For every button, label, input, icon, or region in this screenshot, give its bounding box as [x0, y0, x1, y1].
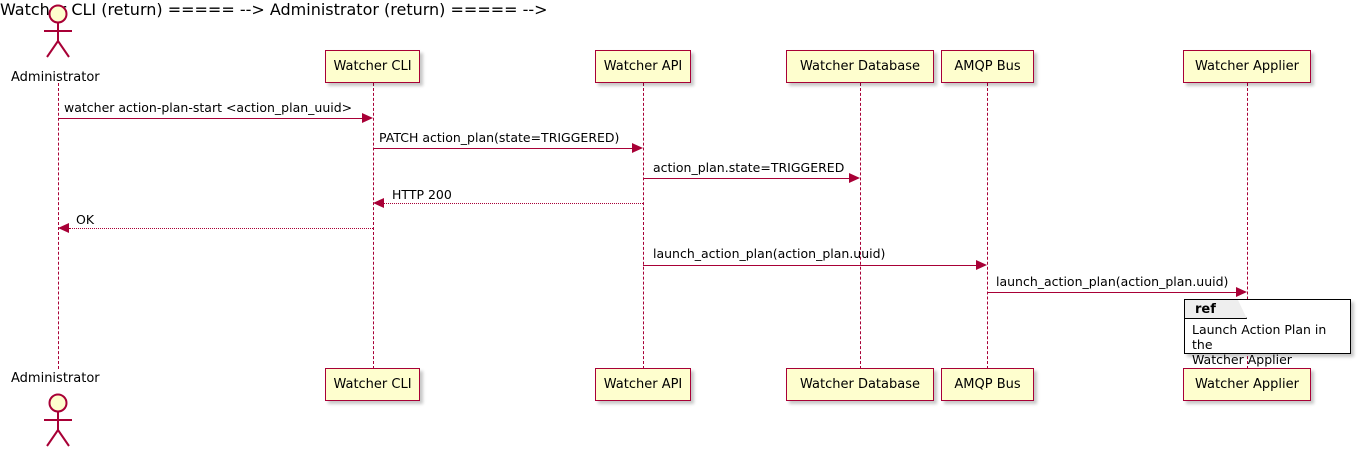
actor-label-administrator-bottom: Administrator	[11, 371, 100, 386]
participant-amqp-bus-bottom[interactable]: AMQP Bus	[941, 368, 1034, 401]
participant-watcher-api-bottom[interactable]: Watcher API	[595, 368, 691, 401]
participant-label: Watcher Applier	[1195, 377, 1299, 392]
message-arrowhead-3	[849, 173, 860, 183]
message-label-1: watcher action-plan-start <action_plan_u…	[64, 100, 353, 115]
ref-fragment-keyword: ref	[1195, 301, 1216, 317]
lifeline-watcher-cli	[373, 83, 374, 369]
participant-watcher-applier-bottom[interactable]: Watcher Applier	[1183, 368, 1311, 401]
participant-watcher-cli-bottom[interactable]: Watcher CLI	[325, 368, 420, 401]
lifeline-watcher-applier	[1247, 83, 1248, 369]
participant-label: Watcher Database	[800, 59, 920, 74]
message-arrowhead-5	[58, 223, 69, 233]
message-label-4: HTTP 200	[392, 187, 452, 202]
message-label-7: launch_action_plan(action_plan.uuid)	[996, 274, 1229, 289]
actor-administrator-top	[35, 3, 81, 59]
message-label-5: OK	[76, 212, 95, 227]
participant-label: Watcher API	[603, 377, 683, 392]
message-arrowhead-2	[632, 143, 643, 153]
message-line-2	[373, 148, 632, 149]
participant-label: Watcher Applier	[1195, 59, 1299, 74]
message-arrowhead-7	[1236, 287, 1247, 297]
actor-stick-figure-icon	[44, 393, 72, 447]
participant-label: Watcher CLI	[333, 59, 412, 74]
actor-label-administrator-top: Administrator	[11, 70, 100, 85]
actor-administrator-bottom	[35, 392, 81, 448]
participant-watcher-database-bottom[interactable]: Watcher Database	[786, 368, 934, 401]
ref-fragment: ref Launch Action Plan in the Watcher Ap…	[1184, 299, 1351, 367]
lifeline-amqp-bus	[987, 83, 988, 369]
participant-watcher-database-top[interactable]: Watcher Database	[786, 50, 934, 83]
participant-amqp-bus-top[interactable]: AMQP Bus	[941, 50, 1034, 83]
message-arrowhead-1	[362, 113, 373, 123]
participant-label: Watcher API	[603, 59, 683, 74]
message-line-7	[987, 292, 1236, 293]
message-line-1	[58, 118, 362, 119]
ref-fragment-tab: ref	[1185, 300, 1247, 319]
message-arrowhead-6	[976, 260, 987, 270]
participant-watcher-api-top[interactable]: Watcher API	[595, 50, 691, 83]
ref-fragment-text: Launch Action Plan in the Watcher Applie…	[1192, 322, 1327, 367]
participant-label: AMQP Bus	[954, 59, 1021, 74]
message-line-4	[384, 203, 643, 204]
participant-label: Watcher Database	[800, 377, 920, 392]
message-arrowhead-4	[373, 198, 384, 208]
message-line-5	[69, 228, 373, 229]
actor-stick-figure-icon	[44, 4, 72, 58]
message-line-6	[643, 265, 976, 266]
lifeline-watcher-api	[643, 83, 644, 369]
participant-watcher-cli-top[interactable]: Watcher CLI	[325, 50, 420, 83]
message-label-3: action_plan.state=TRIGGERED	[653, 160, 845, 175]
message-label-2: PATCH action_plan(state=TRIGGERED)	[379, 130, 620, 145]
message-label-6: launch_action_plan(action_plan.uuid)	[653, 246, 886, 261]
message-line-3	[643, 178, 849, 179]
participant-label: Watcher CLI	[333, 377, 412, 392]
participant-label: AMQP Bus	[954, 377, 1021, 392]
participant-watcher-applier-top[interactable]: Watcher Applier	[1183, 50, 1311, 83]
lifeline-watcher-database	[860, 83, 861, 369]
